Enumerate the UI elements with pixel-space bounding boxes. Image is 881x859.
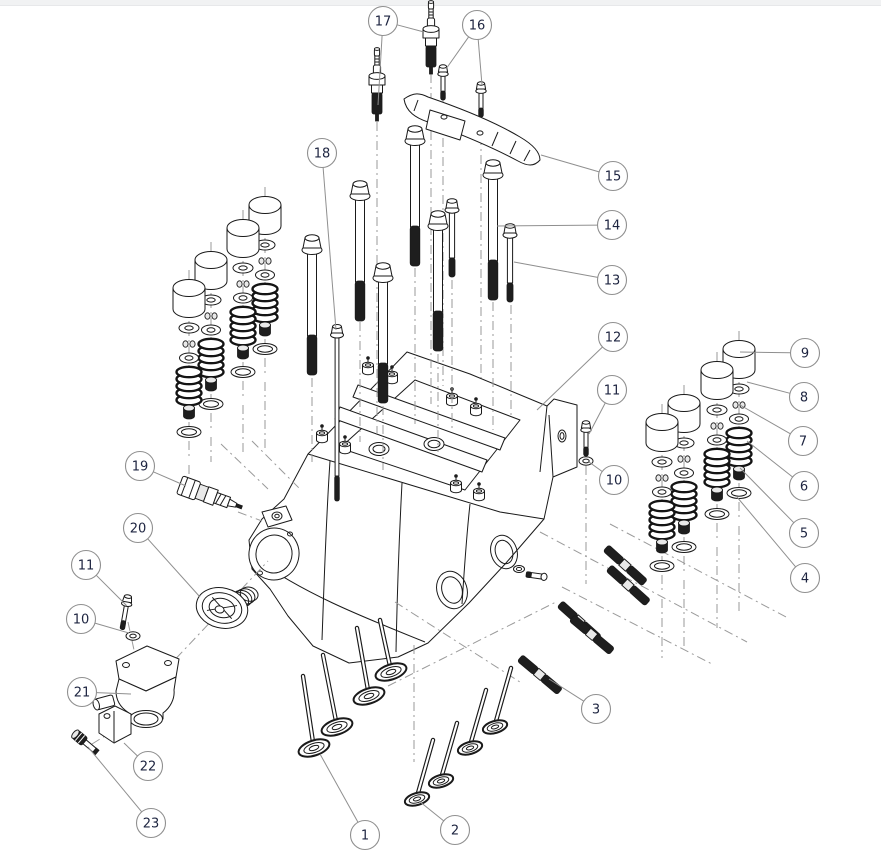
callout-label-5: 5 bbox=[800, 527, 808, 542]
valve-train-left-cluster bbox=[171, 185, 283, 462]
callout-11-right[interactable]: 11 bbox=[596, 374, 628, 406]
callout-label-16: 16 bbox=[469, 19, 486, 34]
side-bolt-and-washer bbox=[513, 565, 548, 581]
callout-label-10-left: 10 bbox=[73, 613, 90, 628]
exhaust-valves bbox=[403, 665, 514, 807]
callout-20[interactable]: 20 bbox=[122, 512, 154, 544]
callout-13[interactable]: 13 bbox=[596, 264, 628, 296]
callout-23[interactable]: 23 bbox=[135, 807, 167, 839]
leader-line-20 bbox=[147, 538, 201, 598]
callout-14[interactable]: 14 bbox=[596, 209, 628, 241]
leader-line-23 bbox=[87, 746, 143, 813]
callout-label-14: 14 bbox=[604, 219, 621, 234]
callout-22[interactable]: 22 bbox=[132, 750, 164, 782]
leader-line-17 bbox=[396, 24, 425, 33]
callout-label-1: 1 bbox=[361, 829, 369, 844]
leader-line-22 bbox=[123, 742, 138, 757]
intake-valves bbox=[297, 617, 408, 758]
exhaust-studs bbox=[516, 544, 651, 696]
leader-line-14 bbox=[496, 224, 598, 227]
callout-label-17: 17 bbox=[375, 15, 392, 30]
leader-line-9 bbox=[739, 351, 791, 354]
leader-line-21 bbox=[96, 692, 132, 695]
callout-label-21: 21 bbox=[74, 686, 91, 701]
callout-18[interactable]: 18 bbox=[306, 137, 338, 169]
callout-3[interactable]: 3 bbox=[580, 693, 612, 725]
leader-line-4 bbox=[736, 496, 797, 568]
callout-10-left[interactable]: 10 bbox=[65, 603, 97, 635]
leader-line-17 bbox=[377, 35, 383, 106]
callout-label-6: 6 bbox=[800, 480, 808, 495]
thermostat bbox=[195, 586, 259, 629]
callout-6[interactable]: 6 bbox=[788, 470, 820, 502]
callout-label-18: 18 bbox=[314, 147, 331, 162]
callout-7[interactable]: 7 bbox=[787, 425, 819, 457]
leader-line-11-left bbox=[95, 574, 128, 607]
leader-line-7 bbox=[739, 404, 791, 435]
callout-label-8: 8 bbox=[800, 391, 808, 406]
callout-label-7: 7 bbox=[799, 435, 807, 450]
cylinder-head-body bbox=[248, 351, 578, 664]
callout-label-2: 2 bbox=[451, 824, 459, 839]
temperature-sensor bbox=[176, 475, 243, 510]
callout-8[interactable]: 8 bbox=[788, 381, 820, 413]
socket-head-bolt bbox=[71, 729, 100, 756]
callout-label-20: 20 bbox=[130, 522, 147, 537]
leader-line-12 bbox=[536, 346, 603, 411]
callout-11-left[interactable]: 11 bbox=[70, 549, 102, 581]
flange-bolt-left bbox=[116, 593, 134, 631]
callout-21[interactable]: 21 bbox=[66, 676, 98, 708]
callout-9[interactable]: 9 bbox=[789, 337, 821, 369]
leader-line-18 bbox=[322, 167, 337, 331]
callout-label-11-left: 11 bbox=[78, 559, 95, 574]
leader-line-15 bbox=[540, 154, 600, 173]
washer-right bbox=[578, 456, 594, 466]
leader-line-13 bbox=[513, 261, 598, 278]
leader-line-8 bbox=[746, 381, 791, 394]
flange-bolt-right bbox=[580, 420, 592, 457]
leader-line-5 bbox=[739, 467, 795, 524]
callout-label-10-right: 10 bbox=[606, 474, 623, 489]
panel-top-border bbox=[0, 0, 881, 6]
callout-label-15: 15 bbox=[605, 170, 622, 185]
callout-label-4: 4 bbox=[801, 572, 809, 587]
callout-5[interactable]: 5 bbox=[788, 517, 820, 549]
callout-label-3: 3 bbox=[592, 703, 600, 718]
callout-label-13: 13 bbox=[604, 274, 621, 289]
callout-label-11-right: 11 bbox=[604, 384, 621, 399]
callout-16[interactable]: 16 bbox=[461, 9, 493, 41]
callout-label-23: 23 bbox=[143, 817, 160, 832]
callout-1[interactable]: 1 bbox=[349, 819, 381, 851]
retainer-bracket bbox=[403, 93, 541, 166]
callout-19[interactable]: 19 bbox=[124, 450, 156, 482]
valve-train-right-cluster bbox=[644, 329, 757, 596]
leader-line-6 bbox=[746, 440, 793, 478]
callout-label-9: 9 bbox=[801, 347, 809, 362]
leader-line-11-right bbox=[588, 402, 606, 435]
leader-line-19 bbox=[153, 471, 187, 487]
callout-label-22: 22 bbox=[140, 760, 157, 775]
callout-17[interactable]: 17 bbox=[367, 5, 399, 37]
callout-15[interactable]: 15 bbox=[597, 160, 629, 192]
leader-line-1 bbox=[319, 753, 359, 823]
callout-10-right[interactable]: 10 bbox=[598, 464, 630, 496]
leader-line-2 bbox=[418, 800, 445, 822]
leader-line-3 bbox=[548, 678, 585, 702]
callout-4[interactable]: 4 bbox=[789, 562, 821, 594]
callout-label-19: 19 bbox=[132, 460, 149, 475]
leader-line-16 bbox=[477, 39, 483, 86]
washer-left bbox=[125, 631, 141, 641]
callout-label-12: 12 bbox=[605, 331, 622, 346]
callout-2[interactable]: 2 bbox=[439, 814, 471, 846]
leader-line-16 bbox=[445, 36, 470, 70]
leader-line-10-right bbox=[588, 461, 603, 472]
clamp-bracket bbox=[98, 705, 132, 744]
leader-line-10-left bbox=[94, 622, 130, 634]
leader-lines bbox=[87, 24, 797, 823]
construction-lines bbox=[91, 74, 789, 762]
thermostat-housing bbox=[92, 645, 180, 728]
callout-12[interactable]: 12 bbox=[597, 321, 629, 353]
